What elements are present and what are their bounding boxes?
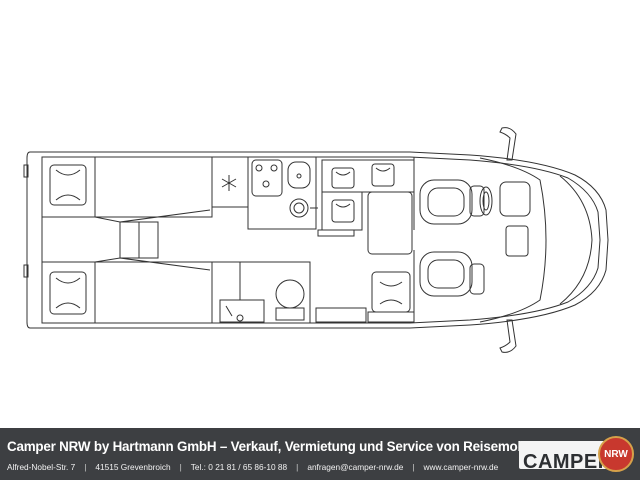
dinette-cushion-1	[331, 167, 355, 189]
footer-separator: |	[296, 462, 299, 472]
shower-icon	[219, 299, 265, 323]
sink-round	[289, 198, 318, 218]
logo-badge-text: NRW	[604, 449, 628, 460]
rear-bed-top	[41, 156, 213, 218]
lounge-seat	[367, 271, 415, 323]
vehicle-inner-outline	[41, 156, 601, 324]
mirror-bottom	[499, 319, 517, 353]
logo-badge: NRW	[598, 436, 634, 472]
vehicle-outline	[26, 151, 609, 329]
footer-contact: Alfred-Nobel-Str. 7 | 41515 Grevenbroich | T…	[7, 462, 498, 472]
logo-wordmark: CAMPER	[523, 451, 613, 473]
rear-light-bottom	[23, 264, 29, 278]
logo-box: CAMPER	[519, 441, 612, 473]
camper-nrw-logo: CAMPER NRW	[519, 435, 637, 475]
dinette-cushion-2	[371, 163, 395, 187]
toilet-icon	[275, 279, 305, 321]
mirror-top	[499, 127, 517, 161]
steering-wheel-icon	[479, 186, 493, 216]
footer-city: 41515 Grevenbroich	[95, 462, 171, 472]
footer-web[interactable]: www.camper-nrw.de	[423, 462, 499, 472]
footer-street: Alfred-Nobel-Str. 7	[7, 462, 76, 472]
footer-email[interactable]: anfragen@camper-nrw.de	[307, 462, 404, 472]
footer-separator: |	[412, 462, 415, 472]
kitchen-drawer	[317, 229, 355, 237]
motorhome-floorplan	[23, 127, 609, 353]
rear-bed-bottom	[41, 261, 213, 324]
dinette-cushion-3	[331, 199, 355, 223]
dinette-bench-top	[321, 159, 415, 193]
footer-phone[interactable]: Tel.: 0 21 81 / 65 86-10 88	[190, 462, 288, 472]
footer-separator: |	[179, 462, 182, 472]
sink-icon	[287, 161, 311, 189]
windscreen	[559, 175, 593, 305]
step	[315, 307, 367, 323]
dinette-bench-side	[321, 191, 363, 231]
stove-icon	[251, 159, 283, 197]
dashboard-console	[505, 225, 529, 257]
dashboard-curve	[479, 157, 547, 323]
passenger-seat	[419, 251, 485, 297]
rear-light-top	[23, 164, 29, 178]
kitchen-counter	[247, 156, 317, 230]
bed-extension	[94, 209, 211, 271]
footer-title: Camper NRW by Hartmann GmbH – Verkauf, V…	[7, 439, 548, 454]
bathroom	[211, 261, 311, 324]
dashboard-top	[499, 181, 531, 217]
dinette-table	[367, 191, 413, 255]
driver-seat	[419, 179, 485, 225]
footer-bar: Camper NRW by Hartmann GmbH – Verkauf, V…	[0, 428, 640, 480]
snowflake-icon	[221, 175, 237, 191]
footer-separator: |	[84, 462, 87, 472]
